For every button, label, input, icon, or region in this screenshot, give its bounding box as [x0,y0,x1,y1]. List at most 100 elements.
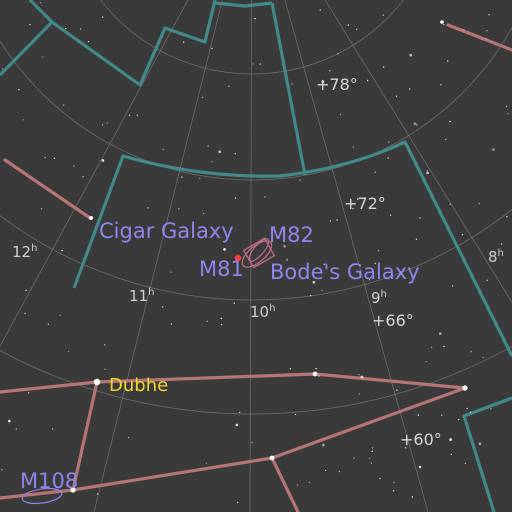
m82-galaxy-frame[interactable] [242,237,276,269]
ra-line-8 [324,0,512,304]
background-star [235,423,239,427]
background-star [308,481,311,484]
background-star [8,419,11,423]
m81-m82-group[interactable] [234,236,276,272]
background-star [67,350,70,353]
background-star [273,226,275,228]
background-star [417,414,420,416]
background-star [329,220,332,222]
background-star [461,233,464,236]
bodes-galaxy-label[interactable]: Bode's Galaxy [270,260,420,284]
background-star [310,295,312,297]
background-star [430,346,433,348]
background-star [416,124,418,126]
star-upper-right[interactable] [440,20,444,24]
background-star [371,271,374,274]
declination-grid [0,0,512,415]
background-star [128,114,131,117]
star-merak[interactable] [312,371,318,377]
background-star [492,148,495,151]
background-star [324,469,327,472]
background-star [389,214,392,216]
background-star [202,96,204,99]
background-star [96,493,99,495]
background-star [396,389,398,391]
background-star [352,207,354,210]
background-star [206,320,209,322]
background-star [65,27,67,30]
background-star [318,375,320,377]
background-star [413,122,417,125]
star-psi-uma[interactable] [70,487,76,493]
background-star [486,279,488,281]
dec-label-60: +60° [400,430,442,449]
background-star [207,145,209,147]
background-star [409,88,411,90]
background-star [440,84,442,86]
ra-line-12 [0,0,189,348]
background-star [1,469,3,471]
background-star [418,465,422,469]
background-star [87,41,90,43]
dubhe-star[interactable] [93,378,101,386]
ra-label-9: 9h [371,289,387,307]
background-star [387,157,389,159]
background-star [506,216,508,218]
background-star [451,285,454,287]
m81-label[interactable]: M81 [199,257,244,281]
background-star [353,457,355,459]
dec-circle-66 [0,208,512,301]
ra-label-12: 12h [12,243,37,261]
star-phecda[interactable] [462,385,468,391]
background-star [500,243,503,245]
background-star [374,171,376,173]
background-star [339,113,342,116]
background-star [395,95,398,97]
background-star [411,496,413,498]
m82-galaxy-ellipse[interactable] [246,236,272,264]
background-star [82,176,84,178]
background-star [321,289,323,291]
background-star [507,113,509,115]
background-star [61,249,63,252]
background-star [485,38,488,40]
boundary-segment [214,1,273,8]
background-star [366,79,369,82]
m82-label[interactable]: M82 [269,223,314,247]
background-star [478,202,480,205]
background-star [443,23,445,26]
background-star [478,442,482,446]
star-megrez[interactable] [269,455,275,461]
background-star [463,29,465,31]
background-star [466,407,468,410]
background-star [384,277,387,279]
background-star [63,104,65,106]
m108-galaxy-ellipse[interactable] [21,486,63,505]
background-star [388,141,390,143]
background-star [234,153,236,155]
background-star [251,441,253,444]
background-star [374,262,376,265]
background-star [73,165,75,167]
background-star [40,208,43,210]
m108-label[interactable]: M108 [20,469,78,493]
ra-line-9 [284,0,429,512]
background-star [357,198,359,200]
background-star [336,219,338,221]
dec-label-66: +66° [372,311,414,330]
m81-galaxy-ellipse[interactable] [238,236,276,271]
background-star [162,148,164,150]
m81-marker[interactable] [234,254,242,262]
dubhe-label[interactable]: Dubhe [109,375,168,396]
background-star [211,161,213,163]
boundary-segment [270,2,307,176]
background-star [315,367,317,370]
background-star [104,368,106,370]
background-star [358,393,360,395]
background-star [183,41,185,43]
background-star [370,462,373,464]
star-boundary-node[interactable] [89,216,93,220]
cigar-galaxy-label[interactable]: Cigar Galaxy [99,219,234,243]
